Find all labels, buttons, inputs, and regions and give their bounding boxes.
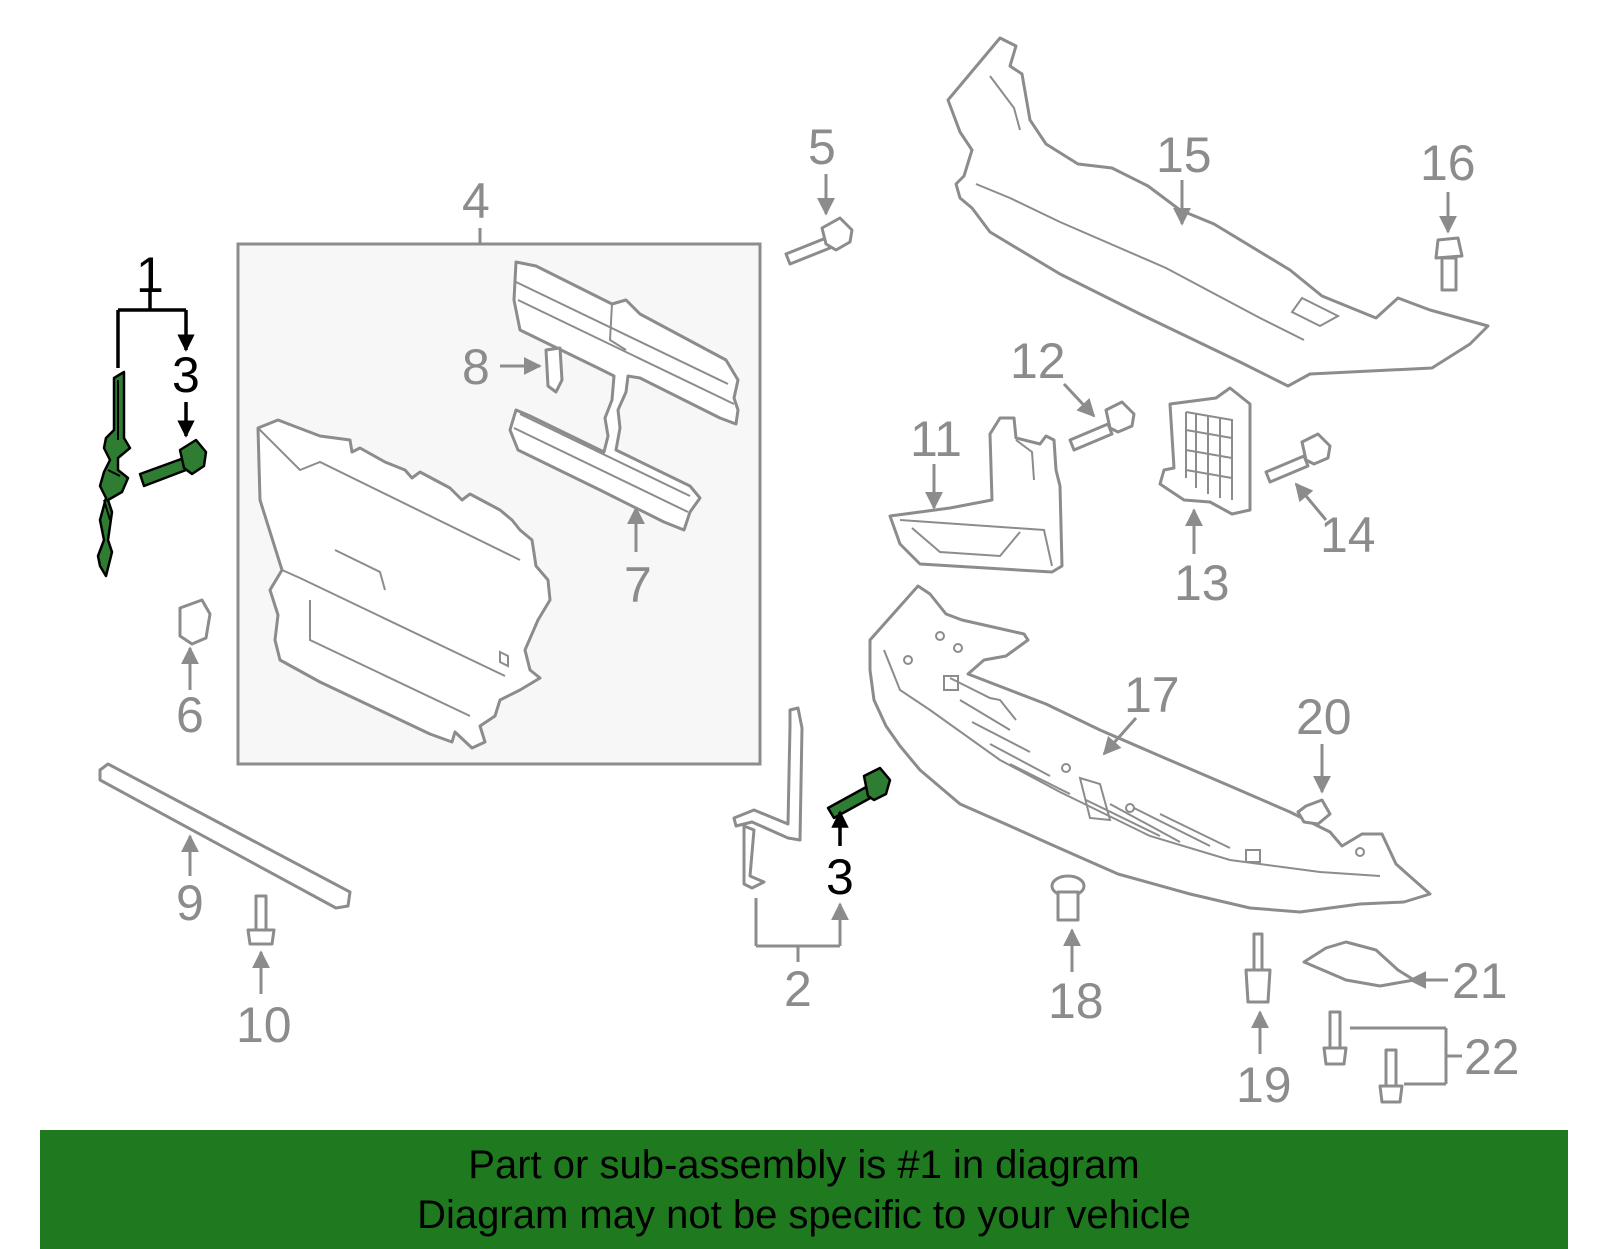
part-11-duct xyxy=(888,416,1064,574)
part-16-bolt xyxy=(1434,236,1464,292)
callout-16: 16 xyxy=(1420,135,1476,191)
part-3-bolt-lower xyxy=(826,766,892,820)
leader-14 xyxy=(1294,482,1328,521)
part-13-bracket xyxy=(1158,386,1252,516)
callout-5: 5 xyxy=(808,119,836,175)
leader-12 xyxy=(1062,382,1096,418)
callout-7: 7 xyxy=(624,557,652,613)
callout-6: 6 xyxy=(176,687,204,743)
callout-19: 19 xyxy=(1236,1057,1292,1113)
callout-14: 14 xyxy=(1320,507,1376,563)
part-6-clip xyxy=(178,598,212,646)
callout-22: 22 xyxy=(1464,1029,1520,1085)
part-12-bolt xyxy=(1068,400,1136,452)
part-20-clip xyxy=(1296,798,1332,826)
notice-banner: Part or sub-assembly is #1 in diagram Di… xyxy=(40,1130,1568,1249)
part-21-deflector xyxy=(1302,940,1416,988)
banner-line-2: Diagram may not be specific to your vehi… xyxy=(417,1193,1191,1237)
leader-22 xyxy=(1350,1026,1462,1086)
part-8-clip xyxy=(544,346,564,394)
part-3-bolt-upper xyxy=(138,438,208,488)
part-1-bracket-highlighted xyxy=(96,370,132,578)
callout-9: 9 xyxy=(176,875,204,931)
leader-1 xyxy=(116,290,186,368)
part-18-pushpin xyxy=(1050,874,1086,922)
callout-17: 17 xyxy=(1124,667,1180,723)
part-17-splash-shield xyxy=(868,584,1432,914)
leader-2 xyxy=(754,898,840,962)
callout-4: 4 xyxy=(462,173,490,229)
callout-2: 2 xyxy=(784,961,812,1017)
part-5-bolt xyxy=(784,216,854,266)
callout-13: 13 xyxy=(1174,555,1230,611)
callout-8: 8 xyxy=(462,339,490,395)
callout-12: 12 xyxy=(1010,333,1066,389)
callout-11: 11 xyxy=(910,411,962,467)
part-19-rivet xyxy=(1244,932,1272,1004)
part-9-seal xyxy=(98,762,352,910)
part-10-bolt xyxy=(246,894,276,946)
part-4-deflector xyxy=(256,418,552,750)
callout-10: 10 xyxy=(236,997,292,1053)
callout-3-lower: 3 xyxy=(826,849,854,905)
banner-line-1: Part or sub-assembly is #1 in diagram xyxy=(468,1143,1140,1187)
part-14-bolt xyxy=(1264,432,1332,484)
part-15-deflector xyxy=(946,36,1490,388)
callout-20: 20 xyxy=(1296,689,1352,745)
part-7-shutter xyxy=(508,260,740,532)
callout-15: 15 xyxy=(1156,127,1212,183)
part-22-bolts xyxy=(1322,1010,1404,1104)
callout-3-upper: 3 xyxy=(172,347,200,403)
leader-17 xyxy=(1102,717,1138,756)
part-2-bracket xyxy=(732,706,804,890)
callout-18: 18 xyxy=(1048,973,1104,1029)
callout-21: 21 xyxy=(1452,953,1508,1009)
